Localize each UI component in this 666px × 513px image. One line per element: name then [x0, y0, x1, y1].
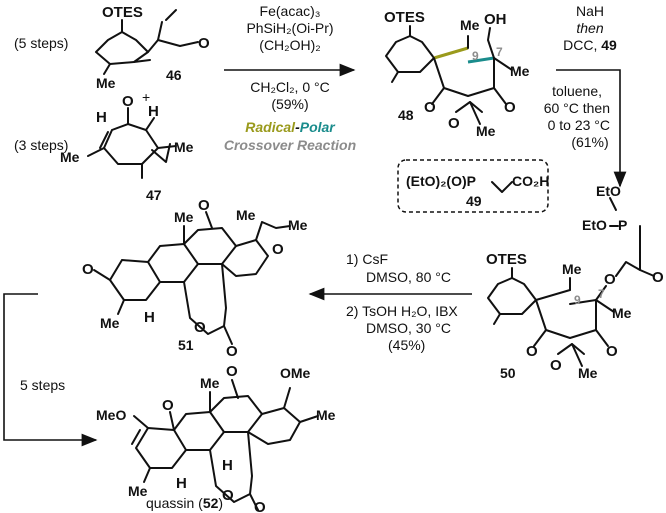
epoxide-oxygen: O [448, 115, 460, 132]
ketone-oxygen: O [606, 343, 618, 360]
compound-number-50: 50 [500, 365, 516, 381]
ethoxy-label: EtO [582, 217, 607, 233]
methyl-label: Me [562, 261, 582, 277]
h-label: H [144, 309, 155, 326]
reagent-diol: (CH₂OH)₂ [259, 37, 320, 53]
compound-47: H O Me Me H 47 [60, 93, 194, 203]
carbon-number-7: 7 [496, 45, 503, 59]
conditions-step1: CH₂Cl₂, 0 °C [250, 79, 329, 95]
epoxide-oxygen: O [272, 241, 284, 258]
epoxide-oxygen: O [550, 357, 562, 374]
carbonyl-oxygen: O [652, 269, 664, 286]
reaction-name-line2: Crossover Reaction [224, 137, 356, 153]
methoxy-label: OMe [280, 365, 311, 381]
compound-50: OTES Me 9 7 O Me O O O Me O EtO EtO P 50 [486, 183, 664, 381]
conditions-heat: 60 °C then [544, 100, 610, 116]
ketone-oxygen: O [198, 197, 210, 214]
lactone-oxygen: O [194, 319, 206, 336]
methyl-label: Me [288, 217, 308, 233]
otes-label: OTES [486, 251, 527, 268]
step4-label: 5 steps [20, 377, 65, 393]
ketone-oxygen: O [526, 343, 538, 360]
carbon-number-9: 9 [472, 49, 479, 63]
plus-sign: + [142, 89, 150, 105]
yield-step1: (59%) [271, 96, 308, 112]
ethoxy-label: EtO [596, 183, 621, 199]
carbon-number-9: 9 [574, 293, 581, 307]
methyl-label: Me [316, 407, 336, 423]
methyl-label: Me [100, 315, 120, 331]
steps-label-47: (3 steps) [14, 137, 68, 153]
conditions-cool: 0 to 23 °C [548, 117, 610, 133]
methyl-label: Me [612, 305, 632, 321]
ketone-oxygen: O [82, 261, 94, 278]
h-label: H [176, 475, 187, 492]
compound-46: OTES Me O 46 [95, 4, 210, 91]
methyl-label: Me [510, 63, 530, 79]
methyl-label: Me [578, 365, 598, 381]
methyl-label: Me [96, 75, 116, 91]
compound-number-48: 48 [398, 107, 414, 123]
step3-line4: DMSO, 30 °C [366, 320, 451, 336]
reagent-49-box: (EtO)₂(O)P CO₂H 49 [397, 159, 549, 213]
ketone-oxygen: O [226, 363, 238, 380]
reagent-silane: PhSiH₂(Oi-Pr) [246, 20, 333, 36]
methyl-label: Me [174, 139, 194, 155]
compound-name-52: quassin (52) [146, 495, 223, 511]
oxygen-label: O [198, 35, 210, 52]
ester-oxygen: O [604, 271, 616, 288]
conditions-toluene: toluene, [552, 83, 602, 99]
oxygen-label: O [122, 93, 134, 110]
compound-48: OTES Me OH 9 7 Me O O O Me 48 [384, 9, 530, 139]
compound-number-46: 46 [166, 67, 182, 83]
h-label: H [96, 109, 107, 126]
reaction-name-line1: Radical-Polar [245, 119, 336, 135]
ketone-oxygen: O [424, 99, 436, 116]
reaction-arrow-2 [556, 69, 627, 188]
compound-number-51: 51 [178, 337, 194, 353]
step3-line1: 1) CsF [346, 251, 388, 267]
methyl-label: Me [128, 483, 148, 499]
hydroxyl-label: OH [484, 11, 507, 28]
methyl-label: Me [60, 149, 80, 165]
reagent-then: then [576, 20, 603, 36]
methoxy-label: MeO [96, 407, 126, 423]
otes-label: OTES [102, 4, 143, 21]
compound-52-quassin: MeO O Me Me O OMe Me H H O O quassin (52… [96, 363, 336, 513]
compound-number-49: 49 [466, 193, 482, 209]
step3-line2: DMSO, 80 °C [366, 269, 451, 285]
carbonyl-oxygen: O [226, 343, 238, 360]
reagent-dcc: DCC, 49 [563, 37, 617, 53]
h-label: H [222, 457, 233, 474]
methyl-label: Me [174, 209, 194, 225]
yield-step2: (61%) [571, 134, 608, 150]
lactone-oxygen: O [222, 487, 234, 504]
phosphorus-label: P [618, 217, 627, 233]
carbonyl-oxygen: O [254, 499, 266, 513]
ketone-oxygen: O [162, 397, 174, 414]
reaction-arrow-4 [3, 293, 98, 447]
carboxylic-acid-group: CO₂H [512, 173, 549, 189]
methyl-label: Me [476, 123, 496, 139]
step3-line3: 2) TsOH H₂O, IBX [346, 303, 458, 319]
methyl-label: Me [460, 17, 480, 33]
reagent-nah: NaH [576, 3, 604, 19]
ketone-oxygen: O [504, 99, 516, 116]
reagent-fe-acac: Fe(acac)₃ [260, 3, 321, 19]
methyl-label: Me [236, 207, 256, 223]
methyl-label: Me [200, 375, 220, 391]
yield-step3: (45%) [388, 337, 425, 353]
steps-label-46: (5 steps) [14, 35, 68, 51]
otes-label: OTES [384, 9, 425, 26]
compound-number-47: 47 [146, 187, 162, 203]
carbon-number-7: 7 [598, 287, 605, 301]
h-label: H [148, 103, 159, 120]
phosphonate-group: (EtO)₂(O)P [406, 173, 476, 189]
compound-51: O Me Me Me Me O O H O O 51 [82, 197, 308, 360]
